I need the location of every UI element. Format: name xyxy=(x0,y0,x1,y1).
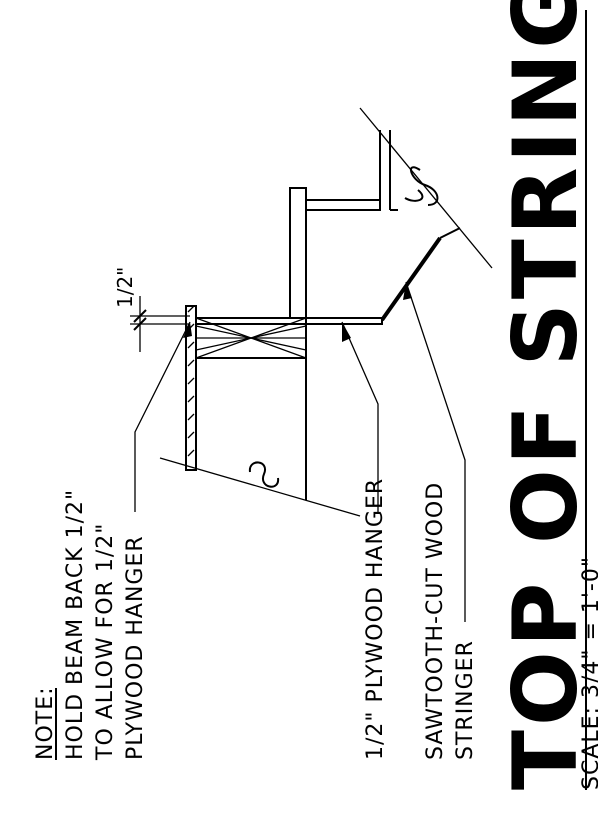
stringer-break-line xyxy=(359,107,493,269)
beam-break-symbol xyxy=(248,461,280,488)
hanger-plate xyxy=(195,317,383,325)
beam-break xyxy=(159,457,361,517)
dimension-tick-2 xyxy=(133,317,147,331)
stringer-leader-line xyxy=(405,281,466,622)
blocking xyxy=(195,317,307,359)
hanger-callout-label: 1/2" PLYWOOD HANGER xyxy=(363,478,388,760)
beam-hatch xyxy=(187,305,195,313)
title-block: TOP OF STRINGER SCALE: 3/4" = 1'-0" xyxy=(494,0,598,790)
note-line-1: HOLD BEAM BACK 1/2" xyxy=(63,489,88,760)
callout-labels: 1/2" PLYWOOD HANGER SAWTOOTH-CUT WOOD ST… xyxy=(363,478,478,760)
dimension-tick-1 xyxy=(133,309,147,323)
note-block: NOTE: HOLD BEAM BACK 1/2" TO ALLOW FOR 1… xyxy=(33,489,148,761)
stringer xyxy=(289,107,493,322)
note-line-2: TO ALLOW FOR 1/2" xyxy=(93,523,118,761)
plywood-hanger xyxy=(195,317,383,325)
scale-label: SCALE: 3/4" = 1'-0" xyxy=(579,556,598,790)
dimension-label: 1/2" xyxy=(113,267,137,308)
note-leader-line xyxy=(134,321,191,512)
note-heading: NOTE: xyxy=(33,686,58,760)
stringer-break-symbol xyxy=(410,166,439,206)
note-line-3: PLYWOOD HANGER xyxy=(123,535,148,760)
detail-title: TOP OF STRINGER xyxy=(494,0,597,790)
hanger-leader-arrow xyxy=(342,322,351,342)
leader-lines xyxy=(134,281,466,622)
hanger-leader-line xyxy=(341,321,379,512)
beam-break-line xyxy=(159,457,361,517)
stringer-callout-label-line1: SAWTOOTH-CUT WOOD xyxy=(423,482,448,760)
tread xyxy=(305,199,381,211)
stringer-riser xyxy=(289,187,307,318)
half-inch-dimension: 1/2" xyxy=(113,267,190,352)
stringer-bottom-edge xyxy=(380,236,442,322)
stringer-callout-label-line2: STRINGER xyxy=(453,640,478,760)
